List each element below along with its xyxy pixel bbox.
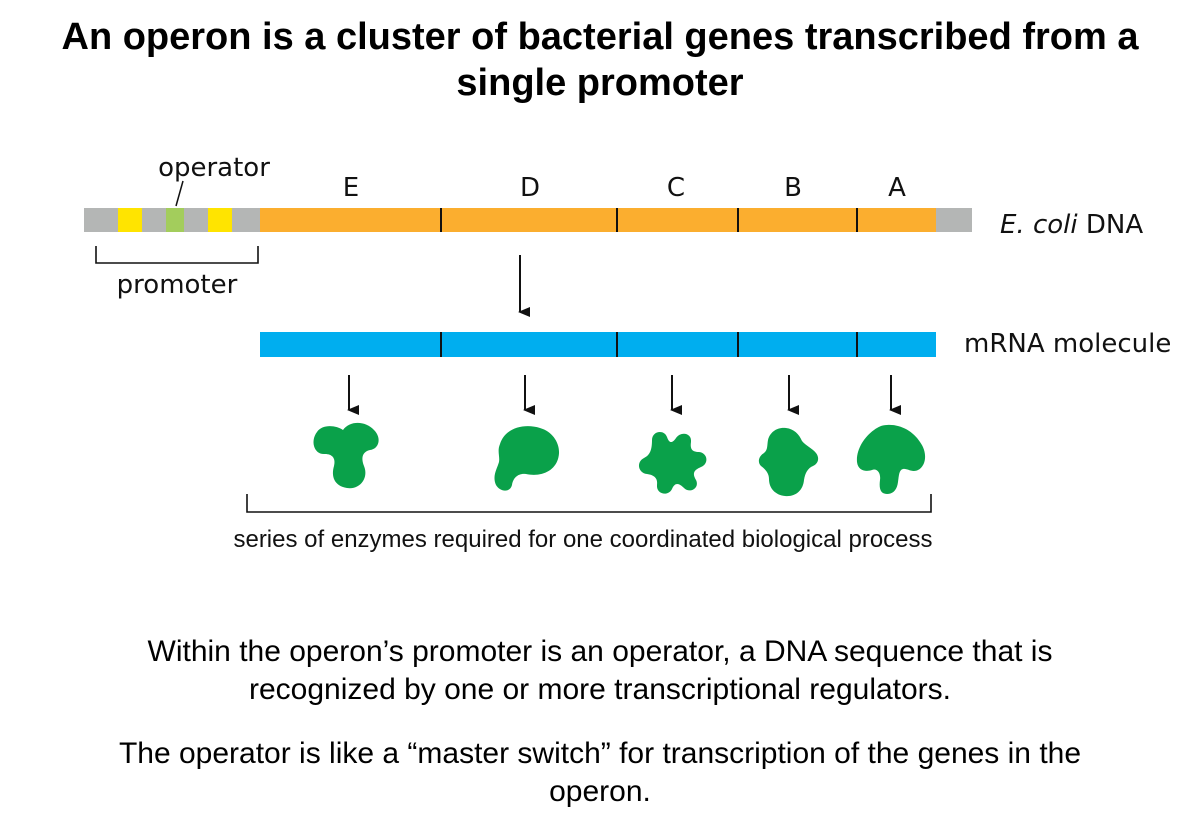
enzymes-bracket (246, 494, 932, 513)
paragraph-master-switch: The operator is like a “master switch” f… (0, 735, 1200, 811)
operator-box (166, 208, 184, 232)
page-title: An operon is a cluster of bacterial gene… (0, 14, 1200, 106)
paragraph-1-line-2: recognized by one or more transcriptiona… (248, 673, 952, 706)
title-line-2: single promoter (456, 62, 744, 104)
mrna-bar (260, 332, 936, 357)
enzyme-a (856, 424, 926, 494)
gene-label-c: C (667, 173, 685, 203)
dna-strip (84, 208, 972, 232)
enzyme-b (758, 427, 819, 497)
enzyme-e (313, 422, 379, 489)
paragraph-2-line-1: The operator is like a “master switch” f… (118, 737, 1082, 770)
dna-flank-right (936, 208, 972, 232)
gene-label-a: A (888, 173, 906, 203)
dna-label-suffix: DNA (1078, 210, 1144, 240)
paragraph-1-line-1: Within the operon’s promoter is an opera… (147, 635, 1053, 668)
gene-label-b: B (784, 173, 802, 203)
operator-pointer (175, 180, 184, 207)
enzymes-caption: series of enzymes required for one coord… (233, 526, 932, 553)
operator-label: operator (158, 153, 270, 183)
promoter-box-1 (118, 208, 142, 232)
paragraph-operator-definition: Within the operon’s promoter is an opera… (0, 633, 1200, 709)
promoter-label: promoter (117, 270, 238, 300)
mrna-label: mRNA molecule (964, 329, 1171, 359)
promoter-box-2 (208, 208, 232, 232)
enzyme-d (494, 426, 560, 491)
dna-label: E. coli DNA (1000, 210, 1143, 240)
dna-gene-region (260, 208, 936, 232)
operon-diagram: operator E D C B A E. coli DNA promoter … (84, 153, 1171, 553)
gene-label-e: E (343, 173, 359, 203)
dna-label-species: E. coli (1000, 210, 1078, 240)
title-line-1: An operon is a cluster of bacterial gene… (61, 16, 1139, 58)
enzyme-c (638, 431, 707, 494)
mrna-strip (260, 332, 936, 357)
paragraph-2-line-2: operon. (549, 775, 651, 808)
gene-label-d: D (520, 173, 540, 203)
promoter-bracket (95, 246, 259, 264)
